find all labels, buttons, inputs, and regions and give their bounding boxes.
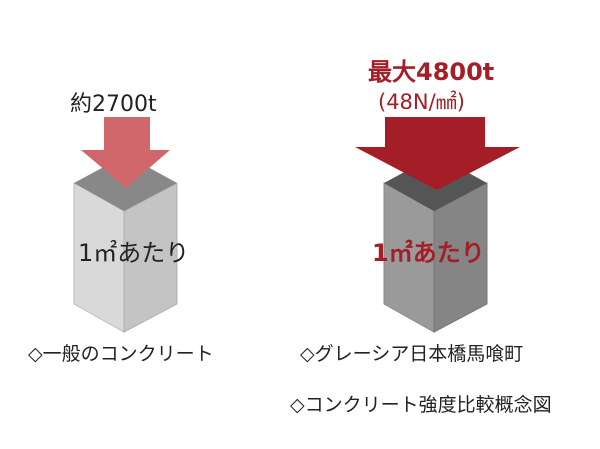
left-load-arrow <box>81 117 170 188</box>
left-caption: ◇一般のコンクリート <box>28 343 214 365</box>
right-load-arrow <box>355 117 520 190</box>
figure-caption: ◇コンクリート強度比較概念図 <box>290 394 552 416</box>
right-caption-property: ◇グレーシア日本橋馬喰町 <box>300 343 524 365</box>
left-per-area-label: 1㎡あたり <box>78 239 190 267</box>
right-max-load-label: 最大4800t <box>368 58 495 86</box>
right-pressure-label: (48N/㎟) <box>378 90 465 114</box>
left-load-label: 約2700t <box>70 92 157 117</box>
right-per-area-label: 1㎡あたり <box>372 239 485 267</box>
